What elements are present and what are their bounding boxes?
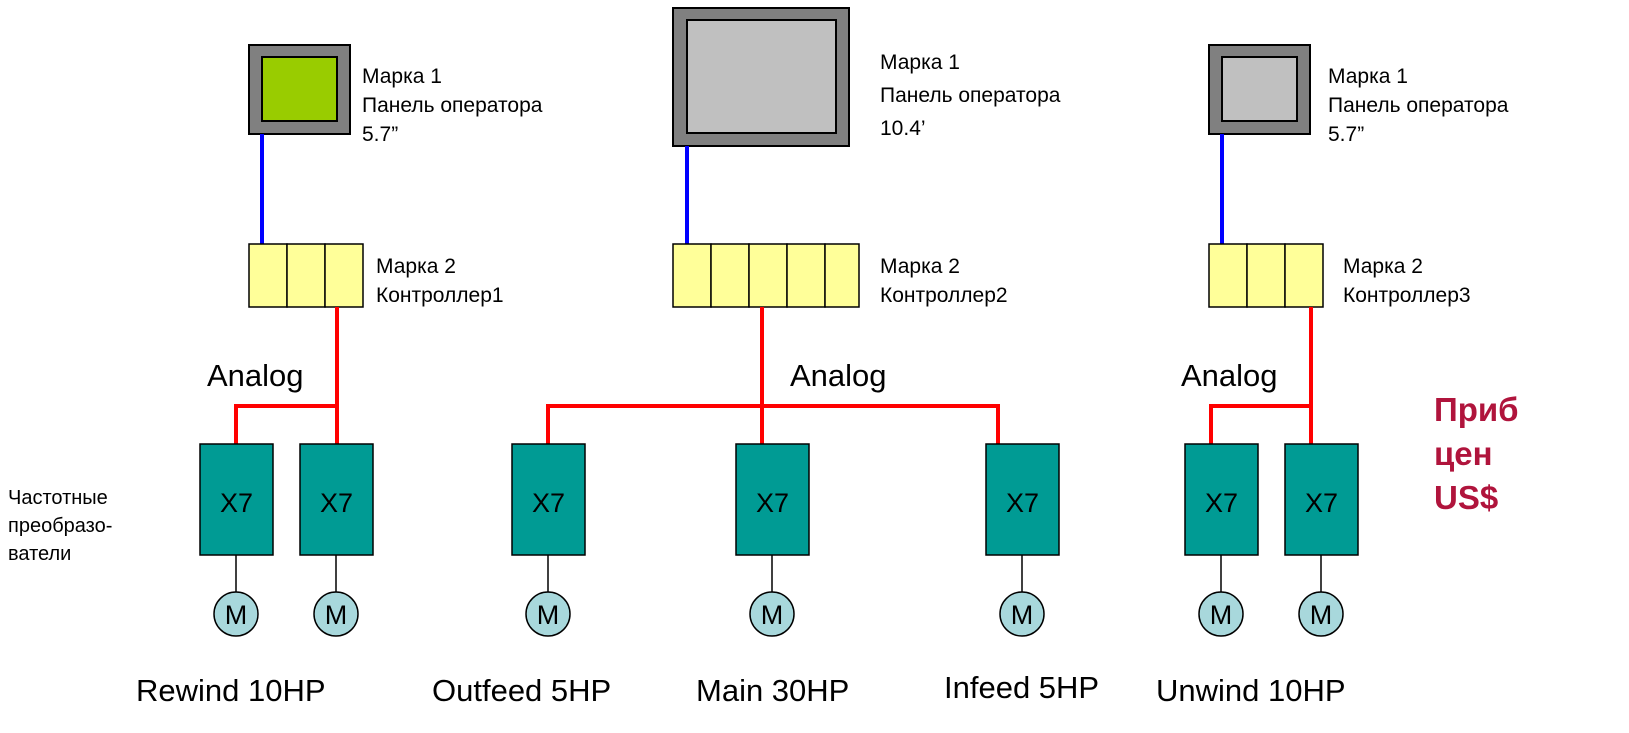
svg-text:X7: X7 [1305, 488, 1338, 518]
svg-text:X7: X7 [532, 488, 565, 518]
drive-name-outfeed: Outfeed 5HP [432, 673, 612, 708]
svg-text:X7: X7 [220, 488, 253, 518]
controller-3-name: Контроллер3 [1343, 284, 1471, 307]
price-note: Приб цен US$ [1434, 391, 1519, 516]
motor-rewind-b: M [313, 591, 359, 637]
analog-label-1: Analog [207, 358, 304, 393]
drive-rewind-a: X7 [199, 443, 274, 556]
svg-text:M: M [537, 600, 560, 630]
controller-2-name: Контроллер2 [880, 284, 1008, 307]
operator-panel-2 [672, 7, 850, 147]
svg-text:M: M [761, 600, 784, 630]
panel-2-size: 10.4’ [880, 117, 926, 140]
controller-2 [672, 243, 860, 308]
panel-2-desc: Панель оператора [880, 84, 1061, 107]
operator-panel-1 [248, 44, 351, 135]
drive-outfeed: X7 [511, 443, 586, 556]
analog-label-3: Analog [1181, 358, 1278, 393]
svg-text:X7: X7 [756, 488, 789, 518]
operator-panel-3 [1208, 44, 1311, 135]
panel-2-label: Марка 1 Панель оператора 10.4’ [880, 46, 1060, 145]
motor-main: M [749, 591, 795, 637]
svg-text:M: M [1210, 600, 1233, 630]
motor-unwind-a: M [1198, 591, 1244, 637]
svg-text:X7: X7 [1006, 488, 1039, 518]
drive-main: X7 [735, 443, 810, 556]
drive-group-label: Частотные преобразо- ватели [8, 484, 112, 568]
drive-rewind-b: X7 [299, 443, 374, 556]
svg-text:M: M [225, 600, 248, 630]
motor-unwind-b: M [1298, 591, 1344, 637]
controller-1-brand: Марка 2 [376, 255, 456, 278]
drive-name-infeed: Infeed 5HP [944, 670, 1100, 705]
panel-3-size: 5.7” [1328, 123, 1365, 146]
motor-infeed: M [999, 591, 1045, 637]
panel-1-size: 5.7” [362, 123, 399, 146]
analog-wiring [234, 307, 1313, 444]
motor-outfeed: M [525, 591, 571, 637]
drive-unwind-b: X7 [1284, 443, 1359, 556]
drive-group-line-3: ватели [8, 543, 72, 565]
controller-3 [1208, 243, 1324, 308]
svg-text:M: M [1011, 600, 1034, 630]
panel-3-desc: Панель оператора [1328, 94, 1509, 117]
analog-label-2: Analog [790, 358, 887, 393]
drive-name-unwind: Unwind 10HP [1156, 673, 1346, 708]
drive-infeed: X7 [985, 443, 1060, 556]
panel-1-desc: Панель оператора [362, 94, 543, 117]
drive-name-rewind: Rewind 10HP [136, 673, 326, 708]
svg-text:M: M [1310, 600, 1333, 630]
drive-name-main: Main 30HP [696, 673, 850, 708]
drive-group-line-1: Частотные [8, 487, 108, 509]
controller-1-name: Контроллер1 [376, 284, 504, 307]
controller-1 [248, 243, 364, 308]
drive-unwind-a: X7 [1184, 443, 1259, 556]
controller-2-brand: Марка 2 [880, 255, 960, 278]
controller-2-label: Марка 2 Контроллер2 [880, 252, 1008, 310]
panel-1-label: Марка 1 Панель оператора 5.7” [362, 62, 542, 149]
svg-text:X7: X7 [320, 488, 353, 518]
svg-text:M: M [325, 600, 348, 630]
controller-3-brand: Марка 2 [1343, 255, 1423, 278]
motor-connectors [235, 555, 1322, 592]
motor-rewind-a: M [213, 591, 259, 637]
svg-text:X7: X7 [1205, 488, 1238, 518]
drive-group-line-2: преобразо- [8, 515, 113, 537]
panel-2-brand: Марка 1 [880, 51, 960, 74]
panel-3-brand: Марка 1 [1328, 65, 1408, 88]
panel-1-brand: Марка 1 [362, 65, 442, 88]
controller-1-label: Марка 2 Контроллер1 [376, 252, 504, 310]
panel-3-label: Марка 1 Панель оператора 5.7” [1328, 62, 1508, 149]
controller-3-label: Марка 2 Контроллер3 [1343, 252, 1471, 310]
